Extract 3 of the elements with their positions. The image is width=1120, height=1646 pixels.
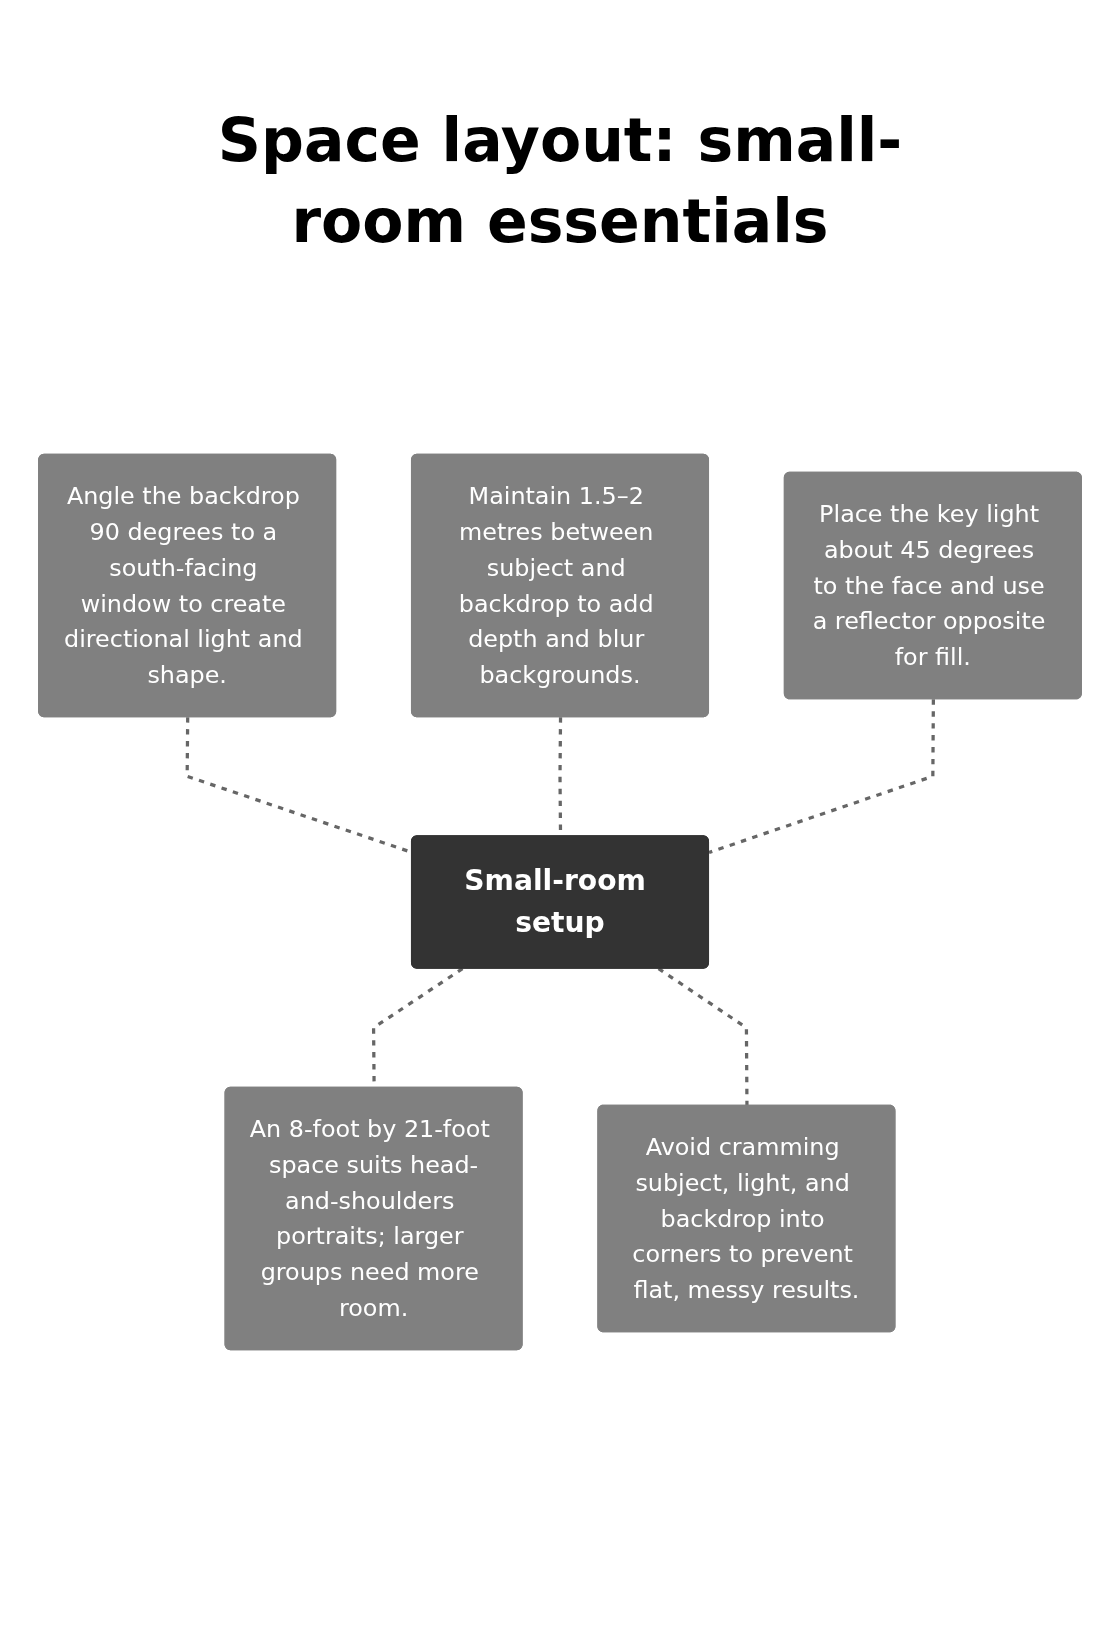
connector	[708, 699, 935, 854]
title: Space layout: small-room essentials	[216, 104, 904, 258]
connector	[657, 967, 749, 1106]
